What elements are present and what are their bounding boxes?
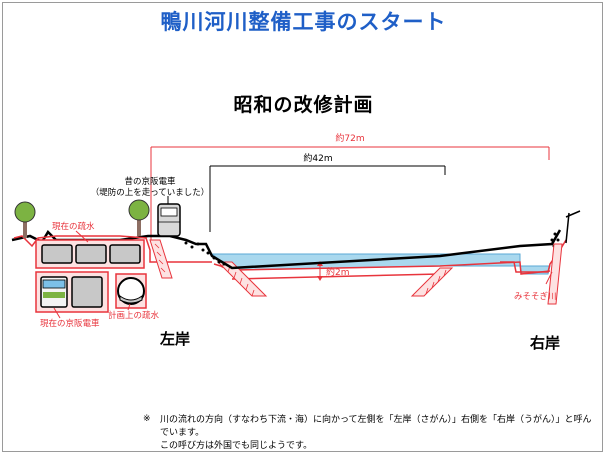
ground-profile (11, 229, 562, 270)
railway-cell-right (71, 276, 103, 308)
current-railway-leader (53, 307, 61, 319)
label-old-railway-note: （堤防の上を走っていました） (91, 187, 210, 198)
left-dike-pile-hatch (154, 243, 166, 273)
right-revetment (410, 267, 454, 297)
tree-icon (128, 199, 150, 236)
current-conduit-leader (75, 230, 89, 243)
label-old-railway: 昔の京阪電車 (124, 176, 176, 187)
note-mark: ※ (143, 414, 151, 424)
left-dike-pile (149, 239, 173, 279)
dimension-72m (150, 146, 550, 240)
conduit-cell-right (109, 244, 141, 264)
planned-conduit (115, 273, 147, 309)
dimension-42m (209, 165, 446, 232)
label-current-conduit: 現在の疏水 (52, 221, 95, 232)
footnote-line-1: 川の流れの方向（すなわち下流・海）に向かって左側を「左岸（さがん）」右側を「右岸… (160, 415, 592, 438)
right-revetment-hatch (425, 269, 447, 295)
diagram-frame (2, 2, 603, 452)
page-title: 鴨川河川整備工事のスタート (160, 10, 447, 34)
label-current-railway: 現在の京阪電車 (40, 318, 100, 329)
right-bank-fence (565, 210, 581, 244)
label-misosogi: みそそぎ川 (514, 291, 557, 302)
conduit-cell-middle (75, 244, 107, 264)
left-dike-stones (184, 241, 226, 266)
planned-riverbed-lower (231, 273, 441, 280)
label-width-72m: 約72m (335, 132, 364, 144)
diagram-subtitle: 昭和の改修計画 (233, 94, 374, 116)
label-planned-conduit: 計画上の疏水 (108, 310, 160, 321)
label-right-bank: 右岸 (530, 334, 560, 352)
train-stripe-icon (43, 292, 65, 298)
left-embankment-outline (13, 235, 212, 263)
footnote: 川の流れの方向（すなわち下流・海）に向かって左側を「左岸（さがん）」右側を「右岸… (160, 414, 600, 453)
old-train-icon (157, 203, 181, 237)
conduit-cell-left (41, 244, 73, 264)
label-width-42m: 約42m (303, 152, 332, 164)
tree-icon (14, 201, 36, 238)
planned-conduit-leader (127, 303, 131, 311)
label-left-bank: 左岸 (159, 330, 190, 348)
right-bank-wall (547, 243, 563, 305)
misosogi-leader (545, 271, 553, 285)
train-window-icon (42, 279, 66, 289)
label-depth-2m: 約2m (326, 266, 350, 278)
footnote-line-2: この呼び方は外国でも同じようです。 (160, 441, 313, 451)
